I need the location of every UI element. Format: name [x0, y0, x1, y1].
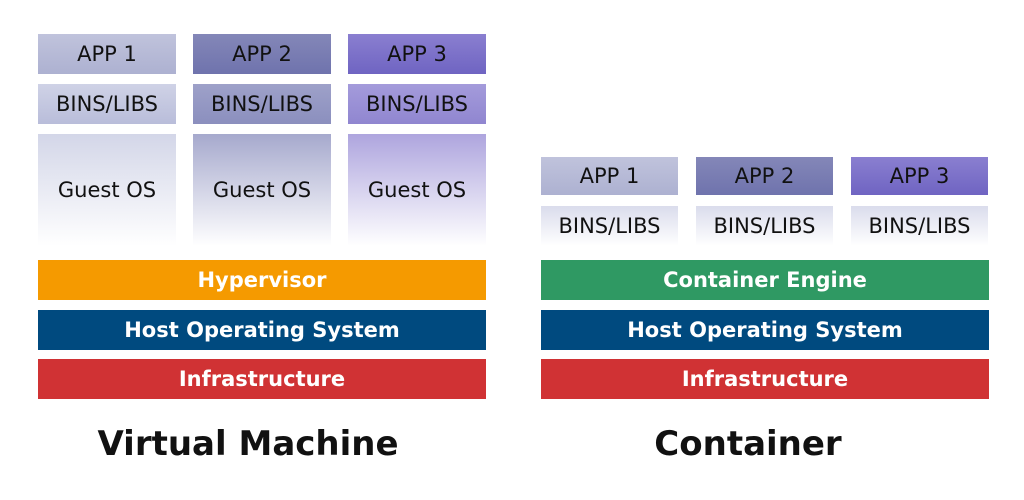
container-infrastructure-layer: Infrastructure [541, 359, 989, 399]
vm-infrastructure-layer: Infrastructure [38, 359, 486, 399]
vm-guest-os-3: Guest OS [348, 134, 486, 246]
container-bins-libs-1: BINS/LIBS [541, 206, 678, 246]
vm-guest-os-1: Guest OS [38, 134, 176, 246]
vm-app-1: APP 1 [38, 34, 176, 74]
container-app-2: APP 2 [696, 157, 833, 195]
vm-guest-os-2: Guest OS [193, 134, 331, 246]
vm-bins-libs-3: BINS/LIBS [348, 84, 486, 124]
container-caption: Container [654, 424, 842, 464]
container-app-3: APP 3 [851, 157, 988, 195]
container-app-1: APP 1 [541, 157, 678, 195]
vm-bins-libs-2: BINS/LIBS [193, 84, 331, 124]
hypervisor-layer: Hypervisor [38, 260, 486, 300]
vm-bins-libs-1: BINS/LIBS [38, 84, 176, 124]
container-host-os-layer: Host Operating System [541, 310, 989, 350]
vm-caption: Virtual Machine [97, 424, 399, 464]
vm-app-3: APP 3 [348, 34, 486, 74]
container-bins-libs-2: BINS/LIBS [696, 206, 833, 246]
vm-host-os-layer: Host Operating System [38, 310, 486, 350]
container-engine-layer: Container Engine [541, 260, 989, 300]
container-bins-libs-3: BINS/LIBS [851, 206, 988, 246]
vm-app-2: APP 2 [193, 34, 331, 74]
